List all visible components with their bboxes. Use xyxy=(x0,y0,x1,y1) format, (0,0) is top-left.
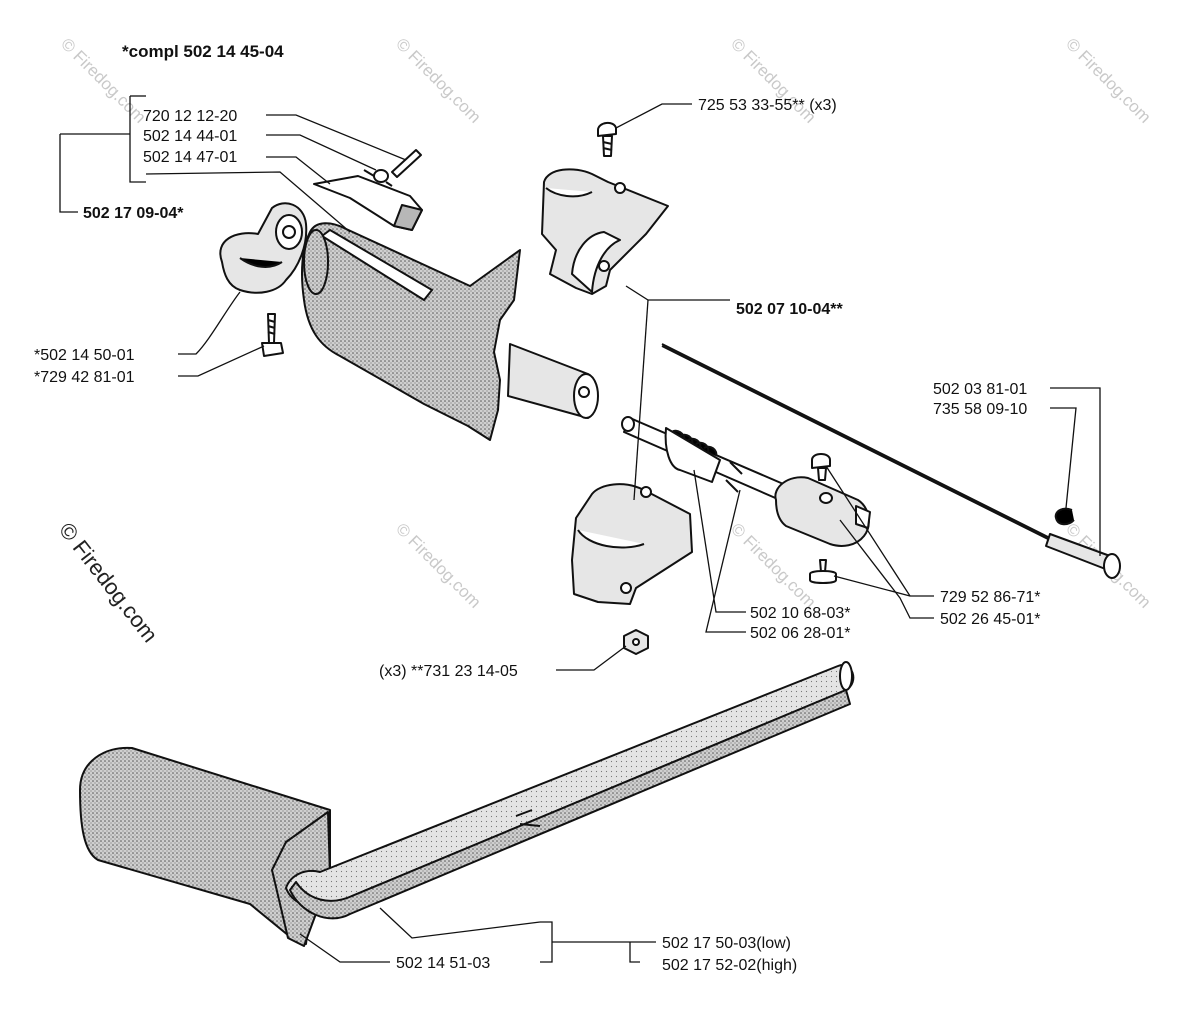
leader-lines xyxy=(59,95,1101,963)
screw-part xyxy=(261,313,284,357)
screw-part xyxy=(809,559,837,584)
pin-part xyxy=(391,149,422,178)
throttle-cable-part xyxy=(661,343,1121,579)
cable-connector-part xyxy=(774,476,871,547)
throttle-handle-part xyxy=(301,222,599,441)
watermark-main: © Firedog.com xyxy=(54,518,163,647)
label-502-07-10-04: 502 07 10-04** xyxy=(736,301,844,318)
watermark-faint: © Firedog.com xyxy=(1062,34,1154,126)
label-502-14-51-03: 502 14 51-03 xyxy=(396,955,490,972)
label-502-14-44-01: 502 14 44-01 xyxy=(143,128,237,145)
lower-clamp-part xyxy=(571,483,693,605)
label-720-12-12-20: 720 12 12-20 xyxy=(143,108,237,125)
label-502-17-52-02: 502 17 52-02(high) xyxy=(662,957,797,974)
throttle-lever-part xyxy=(313,175,423,231)
screw-part xyxy=(811,453,831,481)
label-502-14-47-01: 502 14 47-01 xyxy=(143,149,237,166)
spring-part xyxy=(363,169,393,187)
assembly-note: *compl 502 14 45-04 xyxy=(122,42,284,61)
label-502-26-45-01: 502 26 45-01* xyxy=(940,611,1041,628)
watermark-faint: © Firedog.com xyxy=(392,34,484,126)
side-cap-part xyxy=(219,202,308,294)
upper-clamp-part xyxy=(541,168,669,295)
label-502-14-50-01: *502 14 50-01 xyxy=(34,347,135,364)
label-502-06-28-01: 502 06 28-01* xyxy=(750,625,851,642)
label-731-23-14-05: (x3) **731 23 14-05 xyxy=(379,663,518,680)
label-729-52-86-71: 729 52 86-71* xyxy=(940,589,1041,606)
nut-part xyxy=(623,629,649,655)
label-502-10-68-03: 502 10 68-03* xyxy=(750,605,851,622)
screw-part xyxy=(597,122,617,157)
handlebar-part xyxy=(79,661,855,947)
label-502-03-81-01: 502 03 81-01 xyxy=(933,381,1027,398)
label-502-17-50-03: 502 17 50-03(low) xyxy=(662,935,791,952)
circlip-part xyxy=(1054,507,1075,526)
label-735-58-09-10: 735 58 09-10 xyxy=(933,401,1027,418)
label-729-42-81-01: *729 42 81-01 xyxy=(34,369,135,386)
watermark-faint: © Firedog.com xyxy=(392,519,484,611)
label-502-17-09-04: 502 17 09-04* xyxy=(83,205,184,222)
label-725-53-33-55: 725 53 33-55** (x3) xyxy=(698,97,837,114)
part-labels: 720 12 12-20 502 14 44-01 502 14 47-01 5… xyxy=(34,97,1041,974)
